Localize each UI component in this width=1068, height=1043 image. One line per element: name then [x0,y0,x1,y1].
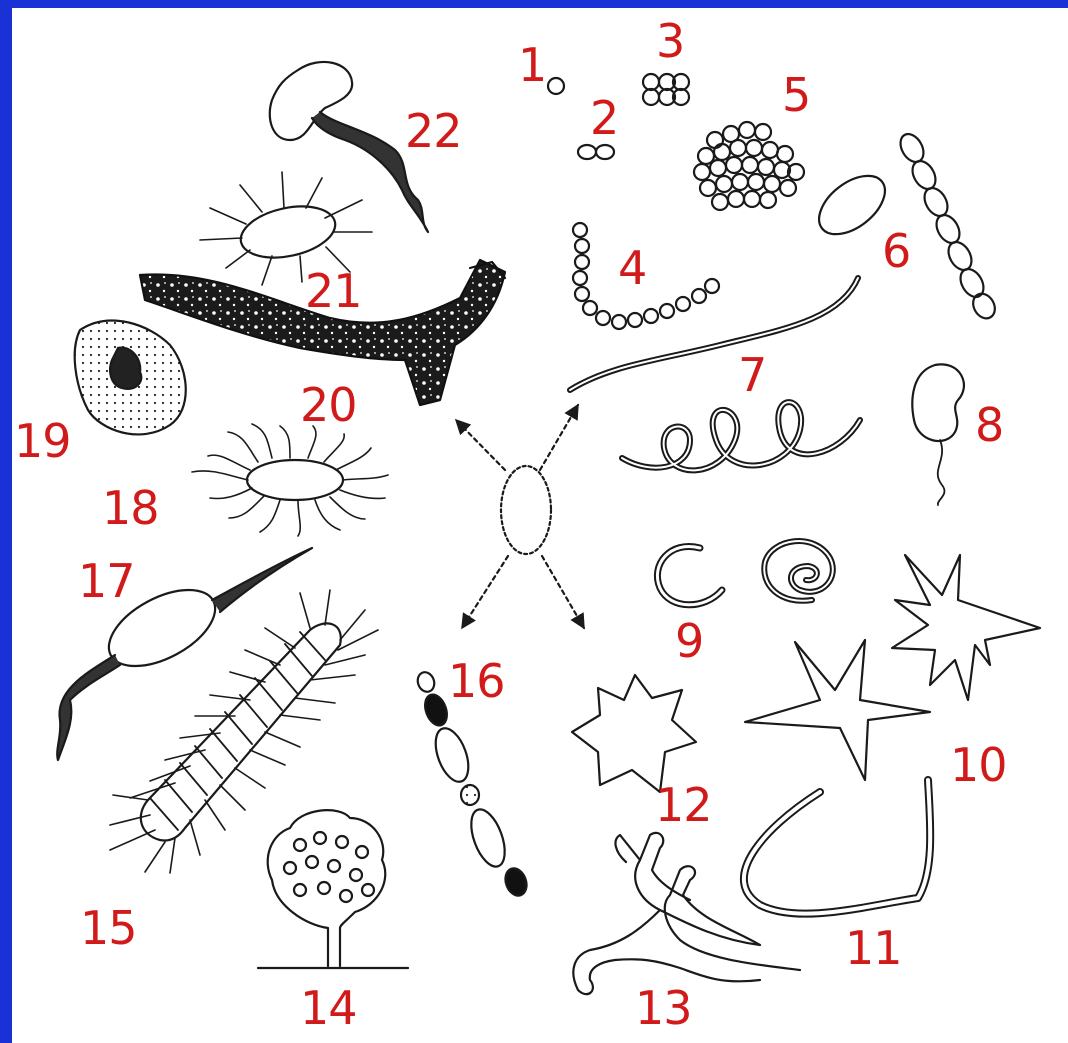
label-17: 17 [78,558,135,604]
shape-11-bent-filament [744,780,930,914]
label-11: 11 [845,925,902,971]
label-20: 20 [300,382,357,428]
shape-18-ciliated-cell [192,424,388,536]
label-16: 16 [448,658,505,704]
central-cell-with-arrows [456,405,584,628]
label-10: 10 [950,742,1007,788]
label-4: 4 [618,245,646,291]
shape-14-sporangium [258,810,408,968]
shape-8-vibrio [912,364,964,505]
shape-12-star-cell [572,675,696,792]
label-13: 13 [635,985,692,1031]
label-2: 2 [590,95,618,141]
label-6: 6 [882,228,910,274]
label-22: 22 [405,108,462,154]
label-7: 7 [738,352,766,398]
label-12: 12 [655,782,712,828]
label-1: 1 [518,42,546,88]
label-18: 18 [102,485,159,531]
shape-1-coccus [548,78,564,94]
shape-5-staphylococcus [694,122,804,210]
label-8: 8 [975,402,1003,448]
shape-3-tetrad [643,74,689,105]
shape-2-diplococcus [578,145,614,159]
label-5: 5 [782,72,810,118]
label-21: 21 [305,268,362,314]
label-14: 14 [300,985,357,1031]
shape-19-amoeboid-cell [75,321,186,435]
shape-15-segmented-ciliated-form [110,590,378,873]
shape-13-branching-mycelium [573,833,800,994]
shape-7-filament-and-spiral [570,278,860,470]
label-19: 19 [14,418,71,464]
shape-9-curved-forms [657,541,832,605]
label-3: 3 [656,18,684,64]
label-9: 9 [675,618,703,664]
label-15: 15 [80,905,137,951]
